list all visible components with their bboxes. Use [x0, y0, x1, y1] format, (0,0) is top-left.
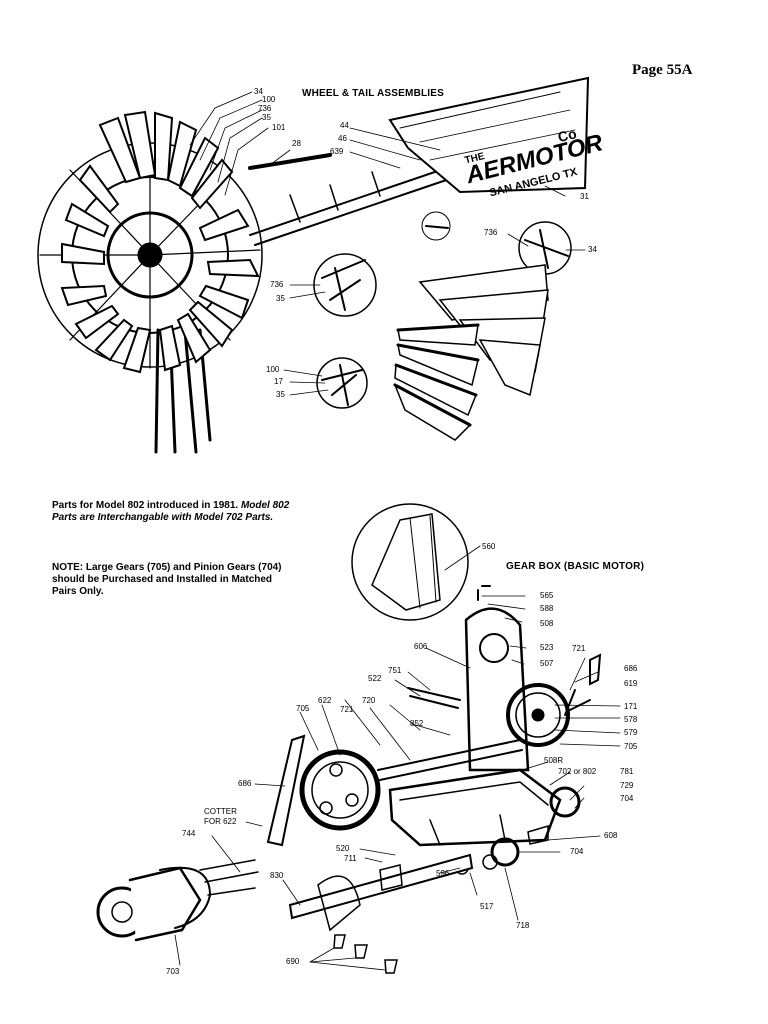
callout-721-b: 721 — [340, 705, 354, 714]
callout-781: 781 — [620, 767, 634, 776]
gearbox-title: GEAR BOX (BASIC MOTOR) — [506, 561, 645, 572]
callout-44: 44 — [340, 121, 349, 130]
gear-note: NOTE: Large Gears (705) and Pinion Gears… — [52, 562, 352, 598]
gear-note-line-1: NOTE: Large Gears (705) and Pinion Gears… — [52, 562, 282, 573]
callout-100-b: 100 — [266, 365, 280, 374]
callout-560: 560 — [482, 542, 496, 551]
callout-17: 17 — [274, 377, 283, 386]
callout-690: 690 — [286, 957, 300, 966]
callout-596: 596 — [436, 869, 450, 878]
callout-578: 578 — [624, 715, 638, 724]
callout-718: 718 — [516, 921, 530, 930]
gear-note-line-3: Pairs Only. — [52, 586, 104, 597]
gear-note-line-2: should be Purchased and Installed in Mat… — [52, 574, 273, 585]
callout-736-c: 736 — [270, 280, 284, 289]
callout-702-or-802: 702 or 802 — [558, 767, 597, 776]
callout-565: 565 — [540, 591, 554, 600]
callout-35-b: 35 — [276, 294, 285, 303]
callout-523: 523 — [540, 643, 554, 652]
callout-for-622: FOR 622 — [204, 817, 237, 826]
callout-508r: 508R — [544, 756, 564, 765]
callout-751: 751 — [388, 666, 402, 675]
model-note-line-a: Parts for Model 802 introduced in 1981. — [52, 500, 239, 511]
callout-606: 606 — [414, 642, 428, 651]
callout-852: 852 — [410, 719, 424, 728]
callout-704: 704 — [620, 794, 634, 803]
callout-31: 31 — [580, 192, 589, 201]
callout-619: 619 — [624, 679, 638, 688]
callout-28: 28 — [292, 139, 301, 148]
callout-34-b: 34 — [588, 245, 597, 254]
model-note-line-c: Parts are Interchangable with Model 702 … — [52, 512, 274, 523]
callout-705-b: 705 — [296, 704, 310, 713]
callout-639: 639 — [330, 147, 344, 156]
callout-507: 507 — [540, 659, 554, 668]
model-note: Parts for Model 802 introduced in 1981. … — [52, 500, 342, 524]
callout-171: 171 — [624, 702, 638, 711]
callout-721: 721 — [572, 644, 586, 653]
callout-744: 744 — [182, 829, 196, 838]
callout-703: 703 — [166, 967, 180, 976]
page-number: Page 55A — [632, 62, 693, 78]
callout-686-b: 686 — [238, 779, 252, 788]
callout-686: 686 — [624, 664, 638, 673]
callout-35: 35 — [262, 113, 271, 122]
svg-text:THE: THE — [464, 151, 486, 167]
callout-736: 736 — [258, 104, 272, 113]
callout-35-c: 35 — [276, 390, 285, 399]
wheel-tail-title: WHEEL & TAIL ASSEMBLIES — [302, 88, 445, 99]
wheel-tail-illustration: THE AERMOTOR Co SAN ANGELO TX — [37, 76, 606, 454]
callout-522: 522 — [368, 674, 382, 683]
callout-508: 508 — [540, 619, 554, 628]
callout-588: 588 — [540, 604, 554, 613]
callout-711: 711 — [344, 854, 357, 863]
callout-46: 46 — [338, 134, 347, 143]
callout-704-b: 704 — [570, 847, 584, 856]
svg-text:Co: Co — [556, 125, 578, 145]
model-note-line-b: Model 802 — [240, 500, 290, 511]
callout-622: 622 — [318, 696, 332, 705]
callout-736-b: 736 — [484, 228, 498, 237]
callout-830: 830 — [270, 871, 284, 880]
callout-520: 520 — [336, 844, 350, 853]
callout-cotter: COTTER — [204, 807, 237, 816]
callout-34: 34 — [254, 87, 263, 96]
callout-517: 517 — [480, 902, 494, 911]
callout-608: 608 — [604, 831, 618, 840]
callout-579: 579 — [624, 728, 638, 737]
callout-705: 705 — [624, 742, 638, 751]
callout-729: 729 — [620, 781, 634, 790]
callout-100: 100 — [262, 95, 276, 104]
callout-720: 720 — [362, 696, 376, 705]
callout-101: 101 — [272, 123, 286, 132]
